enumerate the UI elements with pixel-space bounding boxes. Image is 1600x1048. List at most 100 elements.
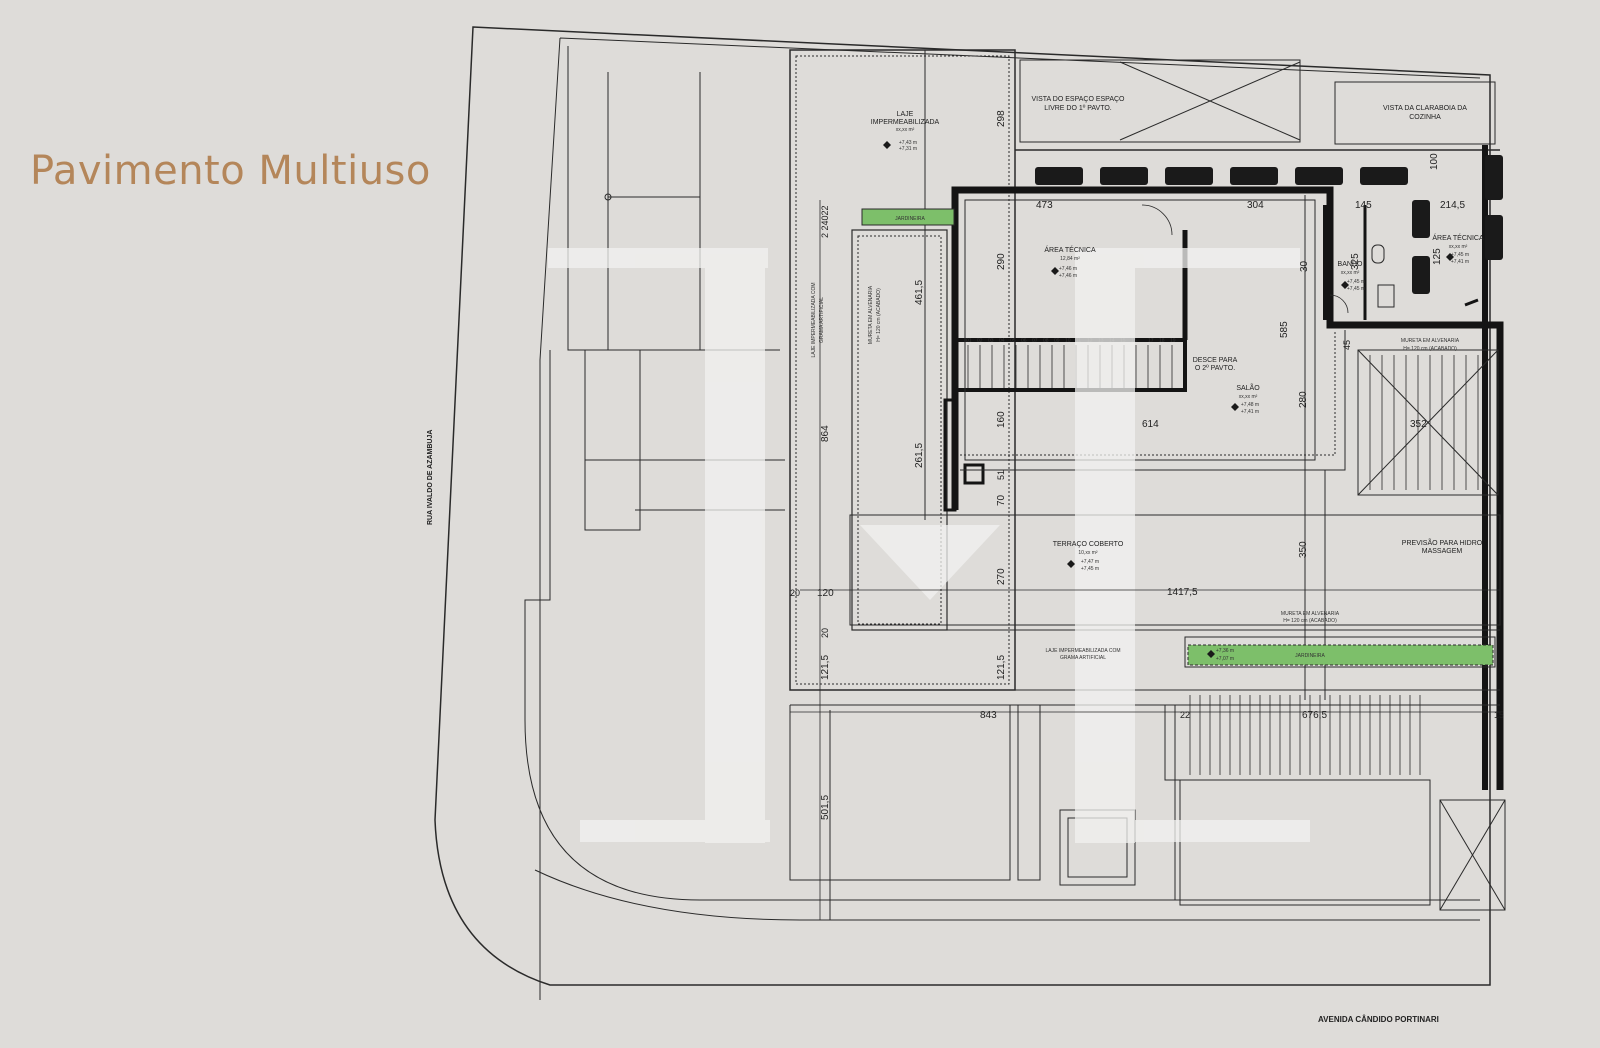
dim-label: 20 [820,628,830,638]
vista-espaco-label: LIVRE DO 1º PAVTO. [1044,105,1112,112]
desce-label: O 2º PAVTO. [1195,365,1235,372]
mureta-label: MURETA EM ALVENARIA [1281,611,1340,617]
dim-label: 585 [1279,321,1290,338]
vista-espaco-label: VISTA DO ESPAÇO ESPAÇO [1032,96,1126,103]
dim-label: 15 [1494,710,1504,720]
room-level: +7,46 m [1059,266,1077,272]
room-area: 10,xx m² [1078,550,1098,556]
dim-label: 676,5 [1302,710,1327,721]
vista-claraboia-label: VISTA DA CLARABOIA DA [1383,105,1467,112]
mureta-label: MURETA EM ALVENARIA [1401,338,1460,344]
mureta-label: H= 120 cm (ACABADO) [1283,618,1337,624]
bathroom-fixtures [1141,204,1395,314]
stair-number: 07 [1032,338,1038,344]
dim-label: 325 [1350,253,1361,270]
dim-label: 45 [1342,340,1352,350]
stair-number: 06 [1021,338,1027,344]
room-level: +7,36 m [1216,648,1234,654]
stair-number: 10 [1065,338,1071,344]
banho-label: BANHO [1338,261,1363,268]
street-label-left: RUA IVALDO DE AZAMBUJA [427,430,434,525]
laje-grama-label: LAJE IMPERMEABILIZADA COM [1045,648,1120,654]
dim-label: 70 [996,494,1007,506]
planter-label: JARDINEIRA [1295,653,1325,659]
dim-label: 51 [996,470,1006,480]
planter-label: JARDINEIRA [895,216,925,222]
stair-number: 17 [1148,338,1154,344]
dim-label: 501,5 [820,795,831,820]
dim-label: 120 [817,588,834,599]
level-markers [883,141,1454,658]
stair-number: 08 [1043,338,1049,344]
dim-label: 461,5 [914,280,925,305]
laje-grama-label: GRAMA ARTIFICIAL [819,297,825,343]
dim-label: 290 [996,253,1007,270]
mureta-label: MURETA EM ALVENARIA [868,285,874,344]
room-level: +7,45 m [1081,566,1099,572]
dim-label: 261,5 [914,443,925,468]
stair-number: 05 [1010,338,1016,344]
laje-grama-label: GRAMA ARTIFICIAL [1060,655,1106,661]
dim-label: 270 [996,568,1007,585]
room-level: +7,47 m [1081,559,1099,565]
dim-label: 304 [1247,200,1264,211]
dim-label: 280 [1298,391,1309,408]
dim-label: 864 [820,425,831,442]
dim-label: 30 [1299,260,1310,272]
vista-claraboia-label: COZINHA [1409,114,1441,121]
dim-label: 473 [1036,200,1053,211]
dim-label: 160 [996,411,1007,428]
room-labels: LAJE IMPERMEABILIZADA xx,xx m² +7,43 m +… [811,96,1484,662]
room-laje-label: LAJE [897,111,914,118]
walls [943,145,1504,790]
mureta-label: H= 120 cm (ACABADO) [876,288,882,342]
room-level: +7,45 m [1347,286,1365,292]
room-level: +7,45 m [1451,252,1469,258]
dim-label: 352 [1410,419,1427,430]
room-level: +7,48 m [1241,402,1259,408]
stair-number: 04 [999,338,1005,344]
planter-bottom [1187,644,1494,666]
dim-label: 121,5 [996,655,1007,680]
stair-number: 09 [1054,338,1060,344]
room-area: xx,xx m² [896,127,915,133]
desce-label: DESCE PARA [1193,357,1238,364]
salao-label: SALÃO [1236,383,1260,392]
watermark-logo [548,248,1310,843]
dim-label: 100 [1429,153,1440,170]
dim-label: 298 [996,110,1007,127]
dimension-labels: 298 100 473 304 145 214,5 2 24022 290 46… [790,110,1504,820]
room-area: 12,84 m² [1060,256,1080,262]
room-level: +7,43 m [899,140,917,146]
dim-label: 121,5 [820,655,831,680]
north-marker [604,193,612,201]
terraco-label: TERRAÇO COBERTO [1053,541,1124,548]
dim-label: 214,5 [1440,200,1465,211]
page-title: Pavimento Multiuso [30,148,431,194]
stair-number: 18 [1159,338,1165,344]
dim-label: 614 [1142,419,1159,430]
room-level: +7,45 m [1347,279,1365,285]
area-tecnica-label: ÁREA TÉCNICA [1044,245,1096,254]
dim-label: 1417,5 [1167,587,1198,598]
previsao-label: MASSAGEM [1422,548,1463,555]
room-area: xx,xx m² [1449,244,1468,250]
room-laje-label: IMPERMEABILIZADA [871,119,940,126]
previsao-label: PREVISÃO PARA HIDRO [1402,538,1483,547]
stair-number: 19 [1170,338,1176,344]
dim-label: 125 [1432,248,1443,265]
site-boundary [434,26,1491,1000]
mureta-label: H= 120 cm (ACABADO) [1403,346,1457,352]
stairs [967,345,1479,775]
street-label-bottom: AVENIDA CÂNDIDO PORTINARI [1318,1015,1439,1024]
stair-number: 03 [988,338,994,344]
laje-area [789,49,1500,691]
stair-number: 02 [977,338,983,344]
room-level: +7,41 m [1451,259,1469,265]
dim-label: 843 [980,710,997,721]
area-tecnica-label: ÁREA TÉCNICA [1432,233,1484,242]
room-level: +7,41 m [1241,409,1259,415]
laje-grama-label: LAJE IMPERMEABILIZADA COM [811,282,817,357]
room-area: xx,xx m² [1239,394,1258,400]
